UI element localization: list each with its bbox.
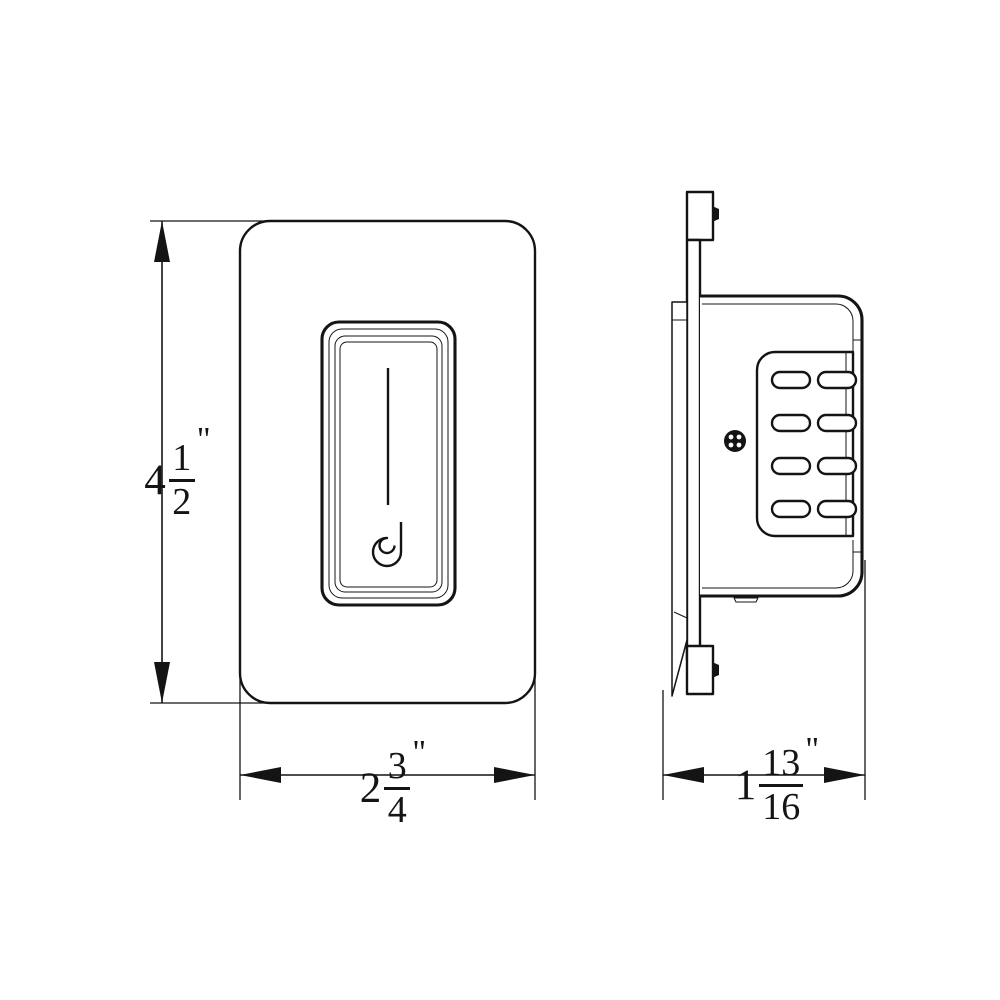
dimension-depth-fraction: 13 16 [759, 741, 804, 828]
paddle-bevel-outer [328, 328, 449, 599]
vent-panel [755, 350, 855, 538]
front-view [238, 219, 537, 705]
dimension-depth-label: 1 13 16 " [718, 731, 836, 835]
arrowhead-depth-right [824, 767, 865, 783]
mounting-strap [685, 238, 702, 662]
mounting-strap-tab-top [685, 190, 715, 242]
arrowhead-left [240, 767, 281, 783]
fraction-bar [384, 786, 411, 790]
screw-hole [728, 442, 734, 448]
dimension-width-whole: 2 [359, 764, 382, 812]
strap-notch-bottom [712, 662, 719, 678]
vent-slot [816, 456, 858, 476]
switch-body-inner-top [702, 303, 854, 352]
dimension-width-fraction: 3 4 [384, 744, 411, 831]
dimension-width-denominator: 4 [387, 788, 407, 831]
fraction-bar [759, 783, 804, 787]
strap-flange-notch-lower [673, 611, 688, 619]
arrowhead-up [154, 221, 170, 262]
body-bottom-tab [733, 597, 759, 603]
dimension-width-numerator: 3 [387, 744, 407, 787]
vent-slot [770, 456, 812, 476]
screw-hole [728, 434, 734, 440]
paddle-bevel-mid [334, 335, 443, 593]
dimension-height-whole: 4 [144, 456, 166, 504]
strap-notch-top [712, 206, 719, 222]
strap-flange-left [671, 301, 688, 697]
fraction-bar [168, 478, 195, 482]
dimension-depth [662, 560, 866, 800]
dimension-depth-numerator: 13 [762, 741, 801, 784]
brand-logo [371, 522, 403, 568]
dimension-depth-unit: " [805, 731, 820, 768]
vent-slot [770, 370, 812, 390]
vent-slot [770, 499, 812, 519]
dimension-height-unit: " [196, 421, 211, 458]
vent-slot [816, 370, 858, 390]
paddle-inner-face [339, 341, 438, 588]
arrowhead-down [154, 662, 170, 703]
dimension-width-label: 2 3 4 " [338, 734, 448, 838]
arrowhead-depth-left [663, 767, 704, 783]
side-view [671, 190, 864, 697]
brand-logo-spiral [371, 536, 403, 568]
terminal-screw [724, 430, 746, 452]
dimension-height-numerator: 1 [172, 436, 192, 479]
dimension-depth-whole: 1 [734, 761, 757, 809]
arrowhead-right [494, 767, 535, 783]
terminal-screw-head [724, 430, 746, 452]
vent-slot [816, 499, 858, 519]
vent-slot [770, 413, 812, 433]
vent-slot [816, 413, 858, 433]
screw-hole [736, 434, 742, 440]
switch-body-inner-bottom [702, 540, 854, 589]
dimension-height-denominator: 2 [172, 480, 192, 523]
mounting-strap-tab-bottom [685, 644, 715, 696]
dimension-width-unit: " [412, 734, 427, 771]
dimension-height-label: 4 1 2 " [120, 421, 235, 535]
dimension-depth-denominator: 16 [762, 785, 801, 828]
screw-hole [736, 442, 742, 448]
ventilation-slots [770, 370, 858, 519]
dimension-height-fraction: 1 2 [168, 436, 195, 523]
